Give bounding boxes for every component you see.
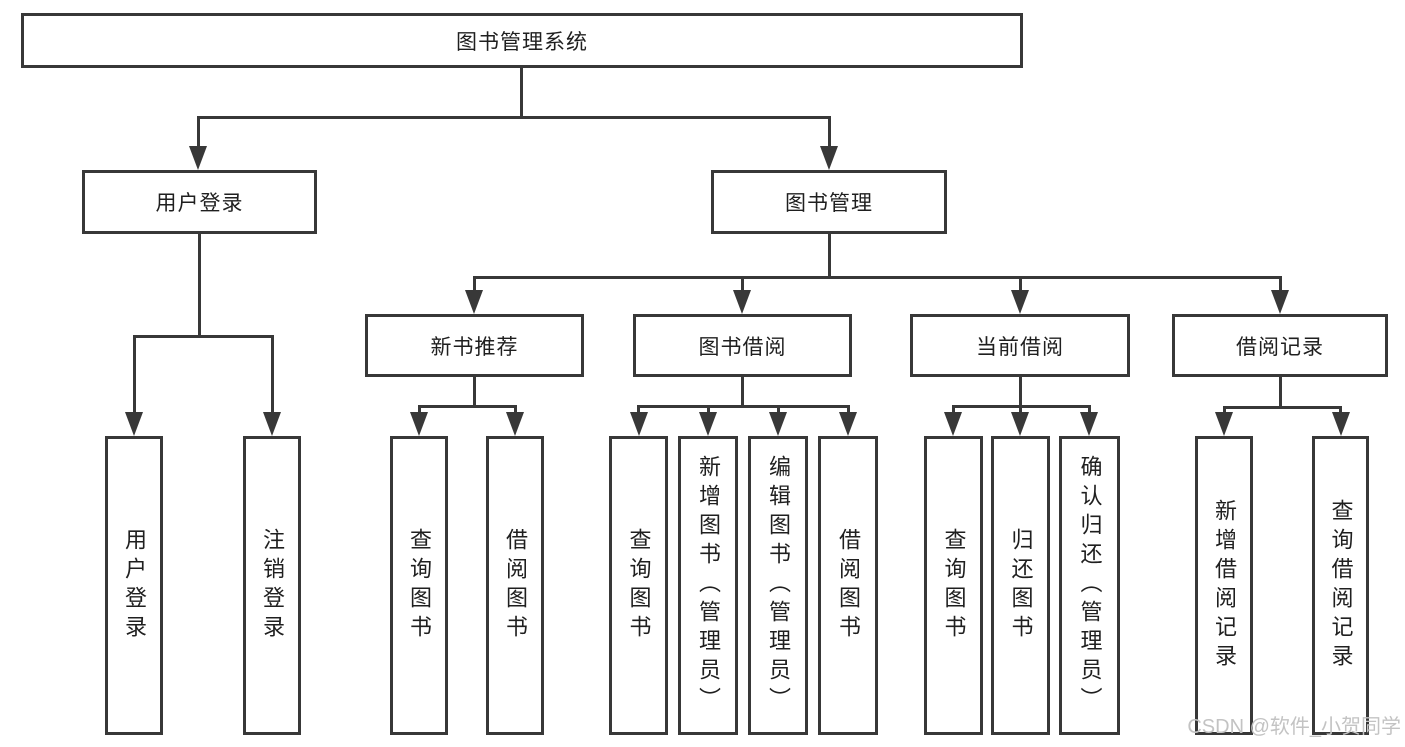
node-label: 借阅记录 — [1236, 335, 1324, 359]
leaf-return-books: 归还图书 — [991, 436, 1050, 735]
connector-vline — [418, 405, 421, 414]
node-label: 图书管理 — [785, 192, 873, 215]
node-label: 新书推荐 — [430, 335, 519, 359]
arrow-down-icon — [1080, 412, 1098, 436]
arrow-down-icon — [465, 290, 483, 314]
connector-hline — [637, 405, 850, 408]
leaf-label: 查询借阅记录 — [1328, 498, 1354, 673]
connector-hline — [473, 276, 1281, 279]
leaf-borrow-books-recommend: 借阅图书 — [486, 436, 544, 735]
arrow-down-icon — [630, 412, 648, 436]
connector-vline — [1019, 276, 1022, 292]
leaf-label: 确认归还（管理员） — [1077, 455, 1103, 716]
arrow-down-icon — [410, 412, 428, 436]
leaf-label: 编辑图书（管理员） — [766, 455, 791, 716]
leaf-confirm-return-admin: 确认归还（管理员） — [1059, 436, 1120, 735]
leaf-borrow-books: 借阅图书 — [818, 436, 878, 735]
connector-hline — [197, 116, 831, 119]
connector-vline — [473, 276, 476, 292]
connector-vline — [741, 377, 744, 406]
leaf-query-borrow-record: 查询借阅记录 — [1312, 436, 1369, 735]
connector-vline — [1339, 406, 1342, 414]
arrow-down-icon — [1332, 412, 1350, 436]
leaf-query-books-borrow: 查询图书 — [609, 436, 668, 735]
arrow-down-icon — [944, 412, 962, 436]
arrow-down-icon — [1215, 412, 1233, 436]
arrow-down-icon — [769, 412, 787, 436]
arrow-down-icon — [506, 412, 524, 436]
connector-vline — [1088, 405, 1091, 414]
leaf-label: 注销登录 — [260, 527, 285, 644]
connector-vline — [1279, 276, 1282, 292]
arrow-down-icon — [189, 146, 207, 170]
node-book-management: 图书管理 — [711, 170, 947, 234]
connector-vline — [707, 405, 710, 414]
arrow-down-icon — [263, 412, 281, 436]
connector-vline — [197, 116, 200, 150]
node-book-borrow: 图书借阅 — [633, 314, 852, 377]
node-new-book-recommend: 新书推荐 — [365, 314, 584, 377]
connector-vline — [828, 234, 831, 278]
node-current-borrow: 当前借阅 — [910, 314, 1130, 377]
arrow-down-icon — [125, 412, 143, 436]
leaf-label: 新增图书（管理员） — [696, 455, 721, 716]
leaf-label: 新增借阅记录 — [1212, 498, 1237, 673]
connector-hline — [133, 335, 274, 338]
connector-vline — [1223, 406, 1226, 414]
connector-vline — [1019, 377, 1022, 406]
watermark: CSDN @软件_小贺同学 — [1187, 716, 1401, 738]
connector-vline — [847, 405, 850, 414]
connector-vline — [828, 116, 831, 150]
leaf-label: 查询图书 — [407, 527, 432, 644]
leaf-label: 用户登录 — [122, 527, 147, 644]
connector-vline — [952, 405, 955, 414]
connector-vline — [741, 276, 744, 292]
connector-vline — [133, 335, 136, 414]
connector-hline — [1223, 406, 1342, 409]
leaf-add-book-admin: 新增图书（管理员） — [678, 436, 738, 735]
connector-vline — [514, 405, 517, 414]
arrow-down-icon — [733, 290, 751, 314]
leaf-add-borrow-record: 新增借阅记录 — [1195, 436, 1253, 735]
connector-vline — [520, 68, 523, 118]
node-label: 用户登录 — [155, 192, 244, 215]
connector-vline — [1279, 377, 1282, 408]
leaf-query-books-recommend: 查询图书 — [390, 436, 448, 735]
arrow-down-icon — [1271, 290, 1289, 314]
arrow-down-icon — [820, 146, 838, 170]
leaf-label: 查询图书 — [626, 527, 652, 644]
leaf-user-login: 用户登录 — [105, 436, 163, 735]
arrow-down-icon — [699, 412, 717, 436]
node-label: 图书借阅 — [698, 335, 787, 359]
leaf-edit-book-admin: 编辑图书（管理员） — [748, 436, 808, 735]
leaf-label: 查询图书 — [941, 527, 967, 644]
node-root: 图书管理系统 — [21, 13, 1023, 68]
leaf-logout: 注销登录 — [243, 436, 301, 735]
node-user-login: 用户登录 — [82, 170, 317, 234]
connector-vline — [637, 405, 640, 414]
node-root-label: 图书管理系统 — [456, 30, 588, 54]
leaf-query-books-current: 查询图书 — [924, 436, 983, 735]
arrow-down-icon — [1011, 290, 1029, 314]
connector-vline — [777, 405, 780, 414]
leaf-label: 归还图书 — [1008, 527, 1034, 644]
connector-vline — [1019, 405, 1022, 414]
node-borrow-records: 借阅记录 — [1172, 314, 1388, 377]
leaf-label: 借阅图书 — [503, 527, 528, 644]
connector-vline — [198, 234, 201, 337]
arrow-down-icon — [839, 412, 857, 436]
leaf-label: 借阅图书 — [836, 527, 861, 644]
arrow-down-icon — [1011, 412, 1029, 436]
connector-vline — [473, 377, 476, 406]
connector-vline — [271, 335, 274, 414]
node-label: 当前借阅 — [976, 335, 1064, 359]
connector-hline — [418, 405, 517, 408]
